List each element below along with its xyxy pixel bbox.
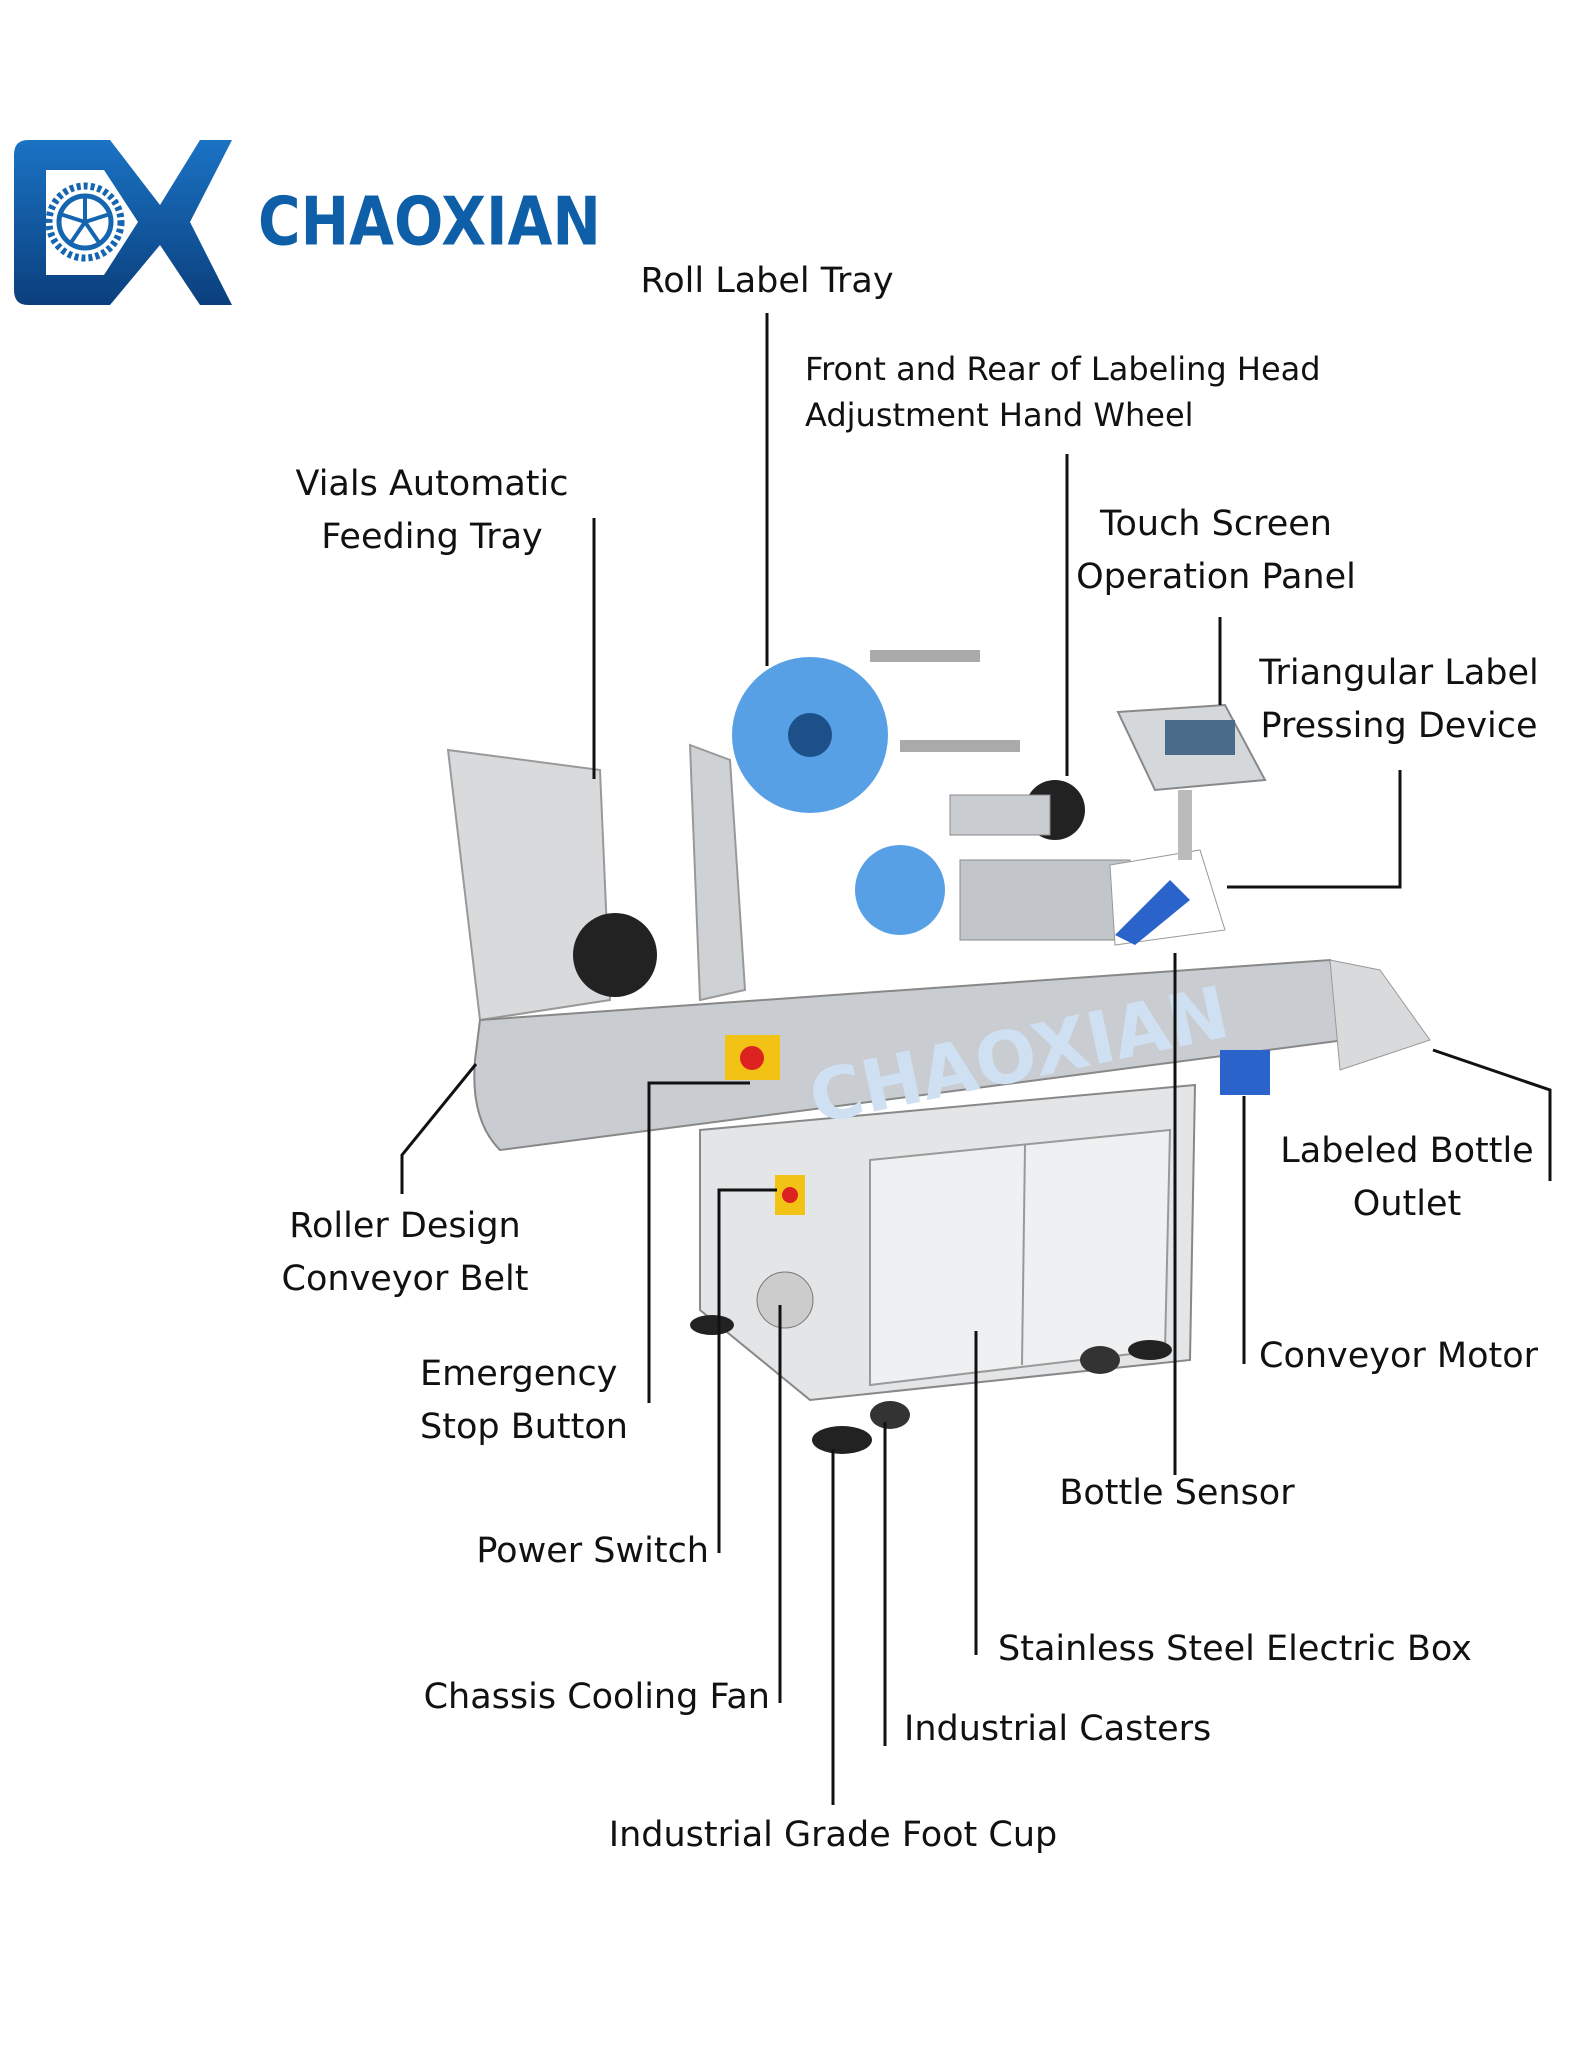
label-bottle-sensor: Bottle Sensor: [1059, 1473, 1295, 1513]
label-casters: Industrial Casters: [904, 1709, 1212, 1749]
label-roll-label-tray: Roll Label Tray: [640, 261, 894, 301]
leader-lines: [400, 313, 1552, 1805]
brand-name: CHAOXIAN: [258, 182, 601, 261]
label-foot-cup: Industrial Grade Foot Cup: [608, 1815, 1058, 1855]
gear-icon: [45, 182, 125, 262]
label-power-switch: Power Switch: [476, 1531, 709, 1571]
label-cooling-fan: Chassis Cooling Fan: [423, 1677, 770, 1717]
label-electric-box: Stainless Steel Electric Box: [998, 1629, 1472, 1669]
brand-logo: [14, 140, 232, 305]
label-conveyor-motor: Conveyor Motor: [1259, 1336, 1539, 1376]
